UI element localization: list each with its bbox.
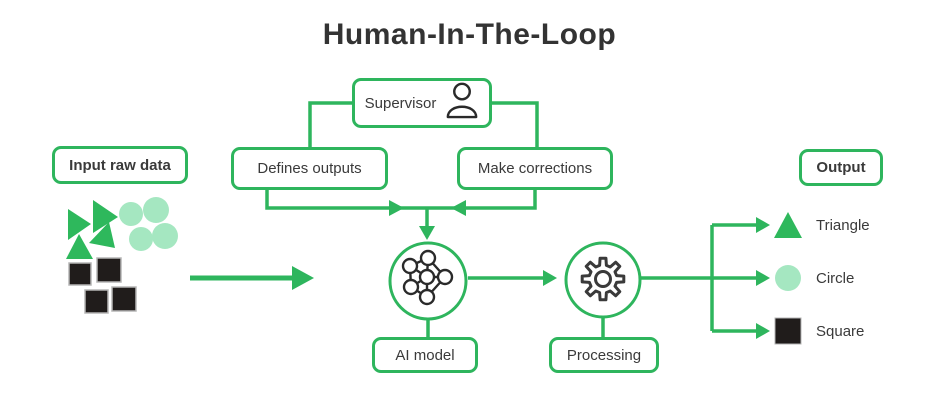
arrowhead-branch-mid	[756, 270, 770, 286]
arrowhead-junction-down	[419, 226, 435, 240]
square-shape	[111, 286, 137, 312]
wire-supervisor-to-corrections	[492, 101, 539, 147]
arrowhead-branch-top	[756, 217, 770, 233]
processing-label: Processing	[566, 346, 642, 364]
diagram-title: Human-In-The-Loop	[322, 18, 617, 51]
ai-model-label: AI model	[395, 346, 455, 364]
output-label: Output	[816, 159, 866, 176]
output-item-square: Square	[772, 313, 864, 349]
wire-corrections-to-junction	[427, 190, 537, 210]
output-box: Output	[799, 149, 883, 186]
defines-outputs-label: Defines outputs	[257, 160, 362, 177]
square-icon	[774, 317, 802, 345]
arrowhead-ai-processing	[543, 270, 557, 286]
square-shape	[96, 257, 122, 283]
supervisor-label: Supervisor	[364, 94, 437, 112]
circle-shape	[143, 197, 169, 223]
make-corrections-box: Make corrections	[457, 147, 613, 190]
output-item-label: Square	[816, 322, 865, 340]
cluster-circles	[119, 197, 178, 251]
input-raw-data-label: Input raw data	[69, 156, 171, 174]
output-item-label: Circle	[816, 269, 855, 287]
circle-shape	[152, 223, 178, 249]
triangle-shape	[66, 234, 93, 259]
gear-icon	[580, 256, 626, 302]
input-raw-data-box: Input raw data	[52, 146, 188, 184]
arrowhead-junction-right	[389, 200, 404, 216]
triangle-shape	[68, 209, 91, 240]
arrowheads	[292, 200, 770, 339]
output-item-triangle: Triangle	[772, 207, 870, 243]
triangle-shape	[89, 222, 115, 248]
input-shapes-cluster	[66, 197, 178, 314]
cluster-triangles	[66, 200, 118, 259]
make-corrections-label: Make corrections	[477, 160, 593, 177]
output-item-label: Triangle	[816, 216, 870, 234]
connector-lines	[265, 101, 758, 340]
output-item-circle: Circle	[772, 260, 854, 296]
circle-shape	[129, 227, 153, 251]
ai-model-box: AI model	[372, 337, 478, 373]
circle-icon	[775, 265, 801, 291]
circle-shape	[119, 202, 143, 226]
square-shape	[84, 289, 109, 314]
triangle-icon	[774, 212, 802, 238]
person-icon	[445, 82, 479, 124]
wire-defines-to-junction	[265, 190, 427, 210]
arrowhead-input	[292, 266, 314, 290]
processing-circle	[564, 241, 642, 319]
arrowhead-branch-bottom	[756, 323, 770, 339]
wire-supervisor-to-defines	[308, 101, 352, 147]
arrowhead-junction-left	[451, 200, 466, 216]
cluster-squares	[68, 257, 137, 314]
processing-box: Processing	[549, 337, 659, 373]
supervisor-box: Supervisor	[352, 78, 492, 128]
square-shape	[68, 262, 92, 286]
neural-network-icon	[401, 249, 454, 306]
triangle-shape	[93, 200, 118, 233]
defines-outputs-box: Defines outputs	[231, 147, 388, 190]
